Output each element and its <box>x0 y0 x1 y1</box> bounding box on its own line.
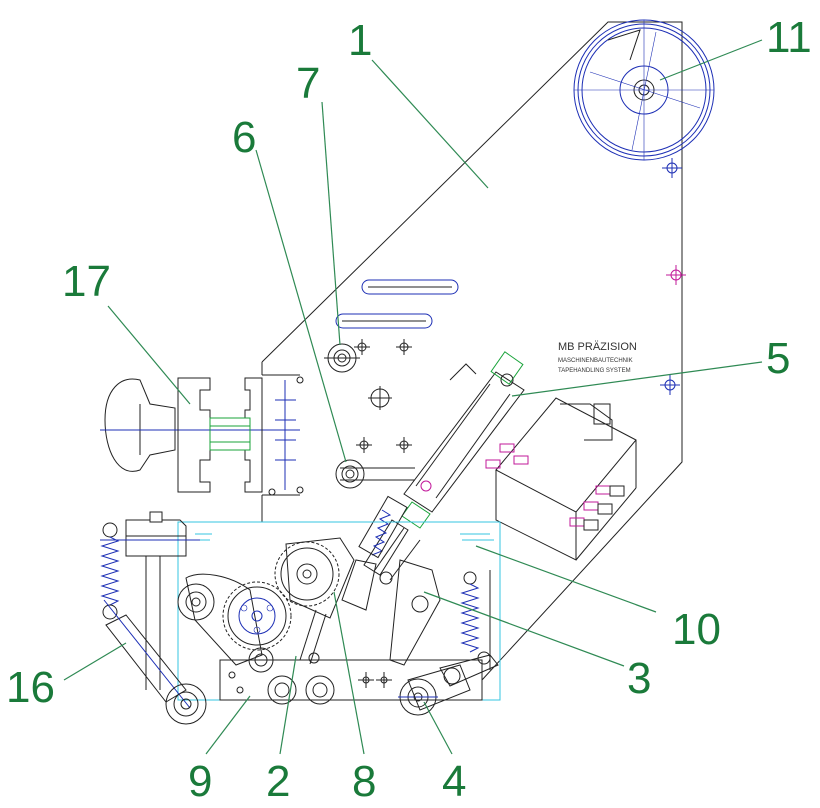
clamp-handle <box>100 374 304 496</box>
callout-5: 5 <box>766 334 790 383</box>
safety-guard <box>177 521 501 701</box>
callout-3: 3 <box>627 654 651 703</box>
press-roller-right <box>398 678 438 716</box>
knife-spring <box>358 495 408 559</box>
pneumatic-cylinder <box>363 351 525 581</box>
callout-10: 10 <box>672 605 721 654</box>
callout-1: 1 <box>348 16 372 65</box>
callout-7: 7 <box>296 59 320 108</box>
callout-6: 6 <box>232 113 256 162</box>
press-roller-left <box>267 675 335 705</box>
brand-title: MB PRÄZISION <box>558 341 637 353</box>
valve-block <box>485 397 637 561</box>
guide-roller-upper <box>324 343 360 373</box>
adjustment-slots <box>335 279 459 481</box>
callout-2: 2 <box>266 757 290 806</box>
drive-gear <box>222 581 292 651</box>
callout-numbers: 1 2 3 4 5 6 7 8 9 10 11 16 17 <box>6 13 812 806</box>
callout-11: 11 <box>766 13 812 62</box>
callout-17: 17 <box>62 257 111 306</box>
brand-line-1: MASCHINENBAUTECHNIK <box>558 358 633 364</box>
lower-assembly <box>177 537 499 716</box>
guide-roller-lower <box>335 459 365 489</box>
idler-gear <box>274 541 340 607</box>
swing-arm <box>100 511 207 725</box>
callout-8: 8 <box>352 757 376 806</box>
brand-block: MB PRÄZISION MASCHINENBAUTECHNIK TAPEHAN… <box>558 341 637 374</box>
callout-16: 16 <box>6 663 55 712</box>
tape-reel <box>573 19 715 161</box>
brand-line-2: TAPEHANDLING SYSTEM <box>558 368 631 374</box>
callout-4: 4 <box>442 757 466 806</box>
right-tension-spring <box>460 570 491 670</box>
mounting-hole-markers <box>354 158 686 688</box>
callout-9: 9 <box>188 757 212 806</box>
leader-lines <box>63 39 763 755</box>
